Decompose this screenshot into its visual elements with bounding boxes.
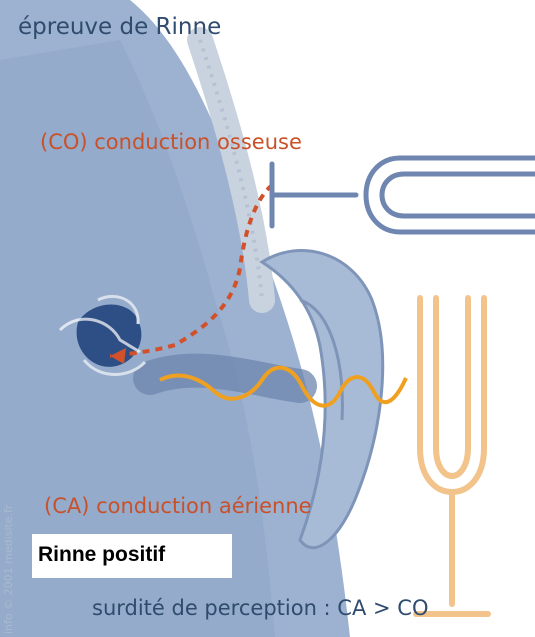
hearing-loss-caption: surdité de perception : CA > CO [92,596,428,620]
result-badge-label: Rinne positif [38,543,165,567]
ear-canal [150,371,300,386]
copyright-text: info © 2001 medisite.fr [2,505,15,634]
bone-conduction-label: (CO) conduction osseuse [40,130,302,154]
result-badge: Rinne positif [32,534,232,578]
air-conduction-label: (CA) conduction aérienne [44,494,312,518]
blue-tuning-fork [272,158,535,232]
orange-tuning-fork [416,298,488,614]
diagram-title: épreuve de Rinne [18,14,221,40]
